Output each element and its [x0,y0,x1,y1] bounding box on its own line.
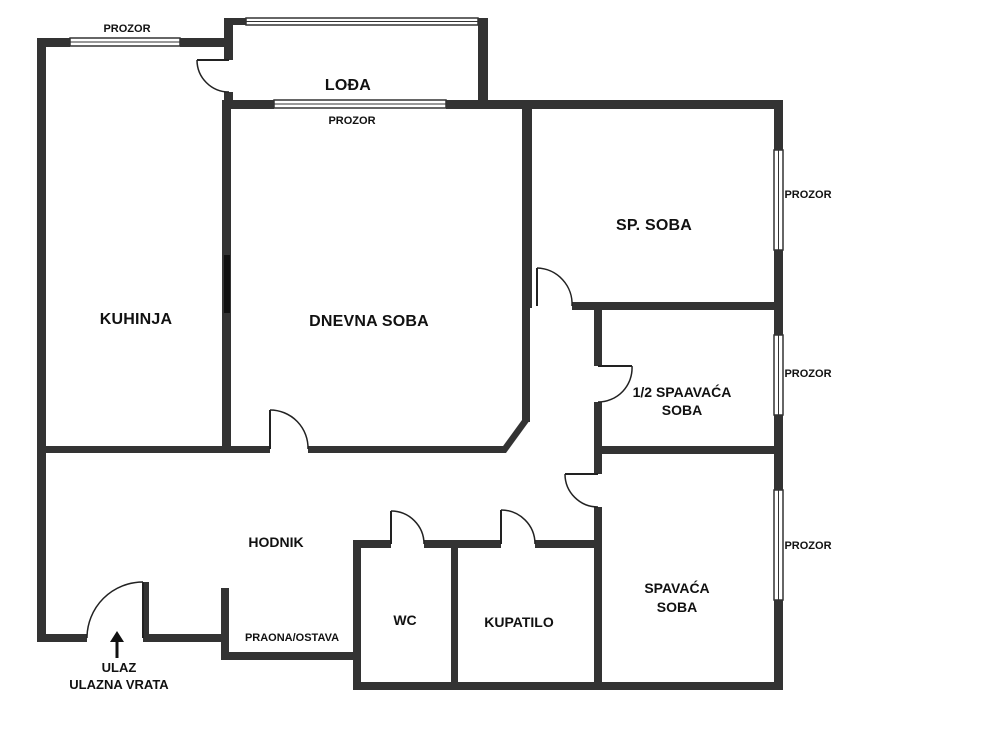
window-label-kuhinja-top: PROZOR [103,23,151,35]
room-label-dnevna-soba: DNEVNA SOBA [309,313,429,330]
door-spavaca [564,473,599,508]
room-label-hodnik: HODNIK [248,534,304,550]
window-loggia-top [245,17,479,26]
room-label-spavaca-line2: SOBA [656,599,698,615]
window-kuhinja-top [69,37,181,47]
door-entrance [86,581,144,639]
room-label-loda: LOĐA [324,77,372,94]
passage-kuhinja-dnevna [224,255,230,313]
entrance-arrow-icon [110,631,124,658]
room-label-wc: WC [393,612,417,628]
window-label-dnevna-top: PROZOR [328,115,376,127]
room-label-pola-soba-line1: 1/2 SPAAVAĆA [632,384,732,400]
window-label-spavaca-right: PROZOR [784,540,832,552]
inner-walls [37,100,783,690]
outer-walls [37,18,783,690]
door-wc [390,510,425,545]
door-sp-soba [536,267,573,307]
entrance-label-ulaz: ULAZ [101,660,137,675]
room-label-pola-soba-line2: SOBA [661,402,703,418]
door-kupatilo [500,509,536,545]
window-dnevna-top [273,99,447,109]
entrance-label-ulazna-vrata: ULAZNA VRATA [69,677,169,692]
window-spavaca-right [773,489,784,601]
window-sp-soba-right [773,149,784,251]
window-label-sp-soba-right: PROZOR [784,189,832,201]
door-loggia [196,59,230,93]
room-label-kupatilo: KUPATILO [484,614,554,630]
room-label-spavaca-line1: SPAVAĆA [644,580,710,596]
room-label-sp-soba: SP. SOBA [616,217,692,234]
window-pola-soba-right [773,334,784,416]
room-label-praona: PRAONA/OSTAVA [244,632,340,644]
room-label-kuhinja: KUHINJA [99,311,173,328]
door-pola-soba [597,365,633,403]
window-label-pola-soba-right: PROZOR [784,368,832,380]
door-dnevna [269,409,309,450]
